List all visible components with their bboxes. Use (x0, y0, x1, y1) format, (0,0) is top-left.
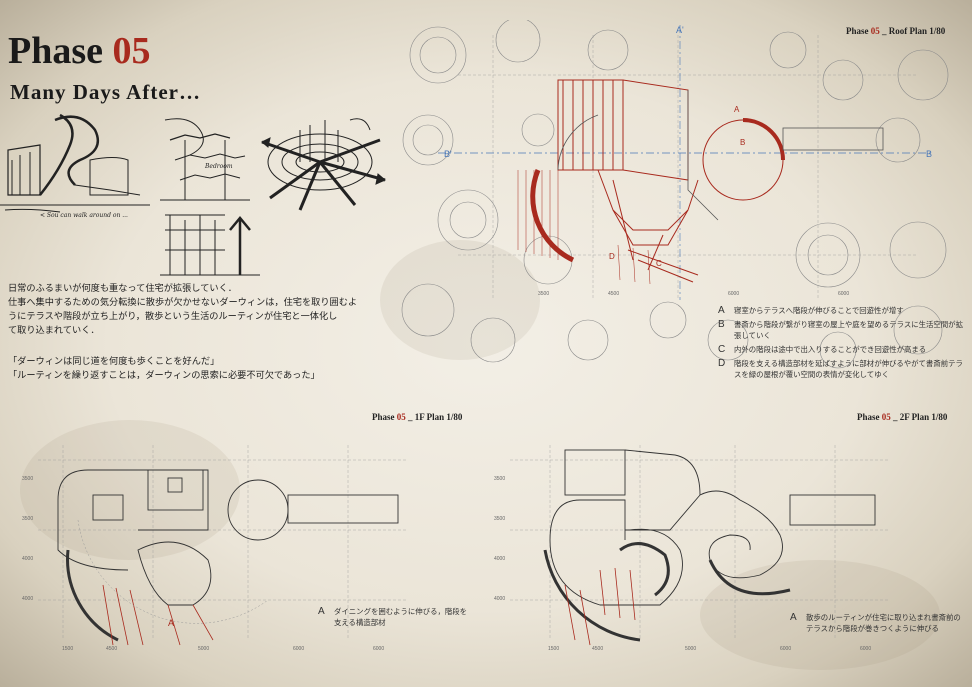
svg-text:6000: 6000 (860, 646, 871, 652)
svg-text:3500: 3500 (494, 516, 505, 522)
plan-2f-drawing: 1500 4500 5000 6000 6000 3500 3500 4000 … (494, 445, 890, 652)
description-line: うにテラスや階段が立ち上がり，散歩という生活のルーティンが住宅と一体化し (8, 311, 338, 322)
svg-text:3500: 3500 (494, 476, 505, 482)
svg-text:3500: 3500 (22, 476, 33, 482)
phase-word: Phase (8, 30, 103, 72)
section-label-a-left: A' (676, 25, 684, 35)
roof-label-c: C (656, 259, 662, 268)
svg-text:5000: 5000 (685, 646, 696, 652)
svg-text:1500: 1500 (62, 646, 73, 652)
svg-text:6000: 6000 (780, 646, 791, 652)
svg-text:4000: 4000 (22, 596, 33, 602)
svg-text:6000: 6000 (373, 646, 384, 652)
svg-text:1500: 1500 (548, 646, 559, 652)
page-subtitle: Many Days After… (10, 80, 201, 104)
paper-stain (380, 240, 540, 360)
svg-text:4500: 4500 (106, 646, 117, 652)
svg-text:4000: 4000 (494, 556, 505, 562)
svg-text:4500: 4500 (608, 291, 619, 297)
plan-1f-title: Phase 05 _ 1F Plan 1/80 (372, 412, 463, 422)
svg-text:6000: 6000 (838, 291, 849, 297)
svg-text:3500: 3500 (22, 516, 33, 522)
roof-label-a: A (734, 105, 740, 114)
svg-text:6000: 6000 (293, 646, 304, 652)
description-text: 日常のふるまいが何度も重なって住宅が拡張していく． 仕事へ集中するための気分転換… (8, 282, 396, 338)
quote-line: 「ルーティンを繰り返すことは，ダーウィンの思索に必要不可欠であった」 (8, 370, 320, 381)
description-line: 仕事へ集中するための気分転換に散歩が欠かせないダーウィンは，住宅を取り囲むよ (8, 297, 358, 308)
roof-label-b: B (740, 138, 745, 147)
plan-1f-drawing: A 1500 4500 5000 6000 6000 3500 3500 400… (22, 445, 408, 652)
paper-stain (700, 560, 940, 670)
svg-text:4000: 4000 (494, 596, 505, 602)
quote-line: 「ダーウィンは同じ道を何度も歩くことを好んだ」 (8, 356, 220, 367)
roof-plan-drawing: A B C D B' B A' 3500 4500 6000 6000 (401, 20, 949, 369)
roof-label-d: D (609, 252, 615, 261)
sketch-note: < Sou can walk around on ... (40, 212, 128, 219)
svg-text:6000: 6000 (728, 291, 739, 297)
svg-text:4500: 4500 (592, 646, 603, 652)
description-line: て取り込まれていく． (8, 325, 100, 336)
plan-1f-label-a: A (168, 618, 174, 628)
section-label-b-right: B (926, 149, 932, 159)
concept-sketches: Bedroom < Sou can walk around on ... (0, 113, 386, 276)
quote-block: 「ダーウィンは同じ道を何度も歩くことを好んだ」 「ルーティンを繰り返すことは，ダ… (8, 355, 396, 383)
svg-text:3500: 3500 (538, 291, 549, 297)
phase-number: 05 (112, 30, 151, 72)
page-title: Phase 05 (8, 32, 151, 70)
plan-2f-title: Phase 05 _ 2F Plan 1/80 (857, 412, 948, 422)
svg-text:4000: 4000 (22, 556, 33, 562)
sketch-note-bedroom: Bedroom (204, 163, 233, 170)
section-label-b-left: B' (444, 149, 452, 159)
description-line: 日常のふるまいが何度も重なって住宅が拡張していく． (8, 283, 237, 294)
svg-text:5000: 5000 (198, 646, 209, 652)
roof-plan-title: Phase 05 _ Roof Plan 1/80 (846, 26, 946, 36)
